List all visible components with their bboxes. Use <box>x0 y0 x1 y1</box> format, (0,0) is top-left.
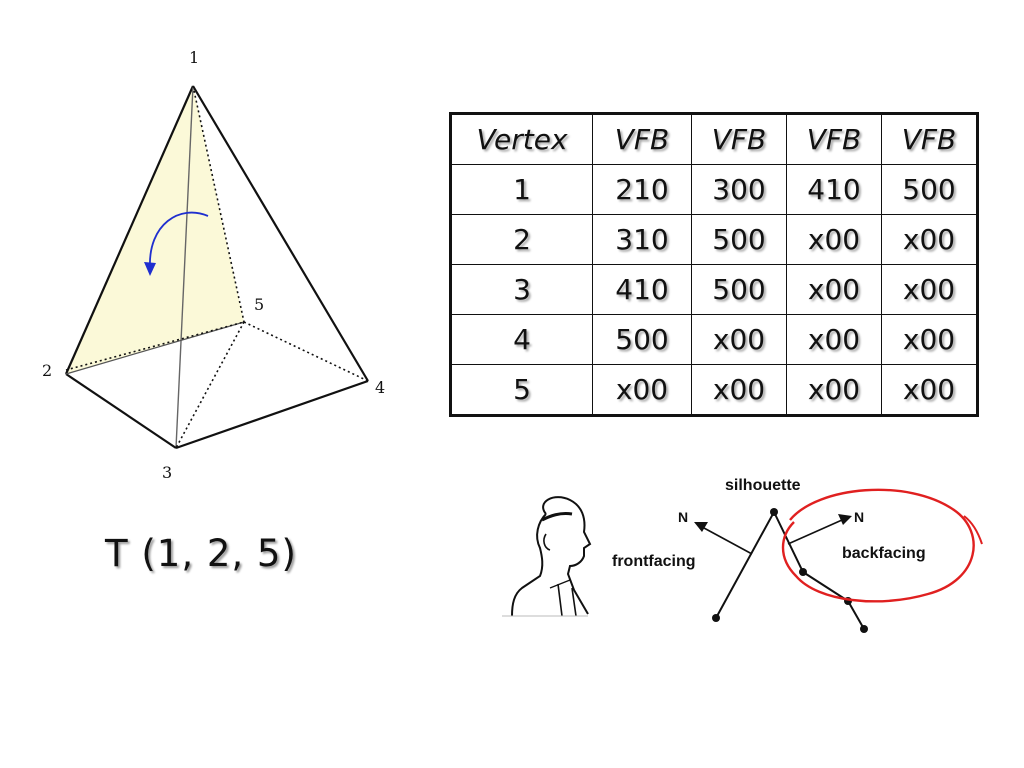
vertex-label-4: 4 <box>375 378 386 397</box>
table-cell: 500 <box>691 214 787 265</box>
edge-5-3 <box>175 321 245 449</box>
vertex-label-2: 2 <box>42 361 53 380</box>
table-header-cell: VFB <box>786 113 882 165</box>
surface-vertex <box>860 625 868 633</box>
table-cell: x00 <box>786 364 882 416</box>
normal-arrowhead-left-icon <box>694 522 708 532</box>
vertex-label-5: 5 <box>254 295 265 314</box>
surface-vertex <box>712 614 720 622</box>
edge-1-4 <box>192 85 369 382</box>
table-cell: x00 <box>881 314 978 365</box>
pyramid-diagram <box>64 85 369 450</box>
table-cell: 4 <box>450 314 593 365</box>
normal-arrowhead-right-icon <box>838 514 852 525</box>
rotation-arrowhead-icon <box>144 262 156 276</box>
triangle-label: T (1, 2, 5) <box>105 532 297 575</box>
surface-vertex <box>799 568 807 576</box>
table-cell: 500 <box>691 264 787 315</box>
table-cell: 410 <box>786 164 882 215</box>
table-row: 1 210 300 410 500 <box>450 164 978 215</box>
table-header-cell: VFB <box>592 113 692 165</box>
vfb-table: Vertex VFB VFB VFB VFB 1 210 300 410 500… <box>449 112 979 417</box>
table-cell: x00 <box>592 364 692 416</box>
table-cell: 500 <box>881 164 978 215</box>
table-cell: 5 <box>450 364 593 416</box>
table-row: 4 500 x00 x00 x00 <box>450 314 978 365</box>
table-cell: 3 <box>450 264 593 315</box>
table-cell: x00 <box>881 214 978 265</box>
edge-3-4 <box>175 379 369 450</box>
edge-2-5 <box>65 321 245 375</box>
edge-2-5-hidden <box>65 321 245 371</box>
normal-label-right: N <box>854 509 864 525</box>
table-row: 5 x00 x00 x00 x00 <box>450 364 978 416</box>
table-cell: 1 <box>450 164 593 215</box>
table-cell: x00 <box>881 364 978 416</box>
table-header-cell: VFB <box>691 113 787 165</box>
table-cell: x00 <box>786 214 882 265</box>
highlighted-face <box>66 86 244 374</box>
silhouette-diagram: silhouette frontfacing backfacing N N <box>502 477 983 633</box>
table-cell: 500 <box>592 314 692 365</box>
edge-2-3 <box>65 373 177 449</box>
frontfacing-label: frontfacing <box>612 553 696 570</box>
table-header-cell: Vertex <box>450 113 593 165</box>
table-cell: x00 <box>786 264 882 315</box>
edge-1-5 <box>192 85 245 323</box>
table-header-cell: VFB <box>881 113 978 165</box>
edge-1-3 <box>175 85 194 449</box>
vertex-label-1: 1 <box>189 48 200 67</box>
normal-arrow-right <box>787 519 843 545</box>
table-cell: x00 <box>881 264 978 315</box>
table-cell: 210 <box>592 164 692 215</box>
backfacing-highlight-circle <box>781 488 975 603</box>
table-cell: 410 <box>592 264 692 315</box>
table-header-row: Vertex VFB VFB VFB VFB <box>450 113 978 165</box>
backfacing-label: backfacing <box>842 545 926 562</box>
table-cell: 2 <box>450 214 593 265</box>
vertex-label-3: 3 <box>162 463 173 482</box>
normal-label-left: N <box>678 509 688 525</box>
viewer-head-icon <box>502 496 592 617</box>
highlight-circle-tail <box>963 515 983 545</box>
table-cell: x00 <box>786 314 882 365</box>
normal-arrow-left <box>703 527 753 555</box>
rotation-arrow-icon <box>149 211 209 269</box>
silhouette-label: silhouette <box>725 477 801 494</box>
table-cell: 300 <box>691 164 787 215</box>
table-cell: x00 <box>691 314 787 365</box>
table-row: 3 410 500 x00 x00 <box>450 264 978 315</box>
surface-vertex <box>770 508 778 516</box>
table-cell: x00 <box>691 364 787 416</box>
edge-1-2 <box>64 85 195 375</box>
table-row: 2 310 500 x00 x00 <box>450 214 978 265</box>
table-cell: 310 <box>592 214 692 265</box>
